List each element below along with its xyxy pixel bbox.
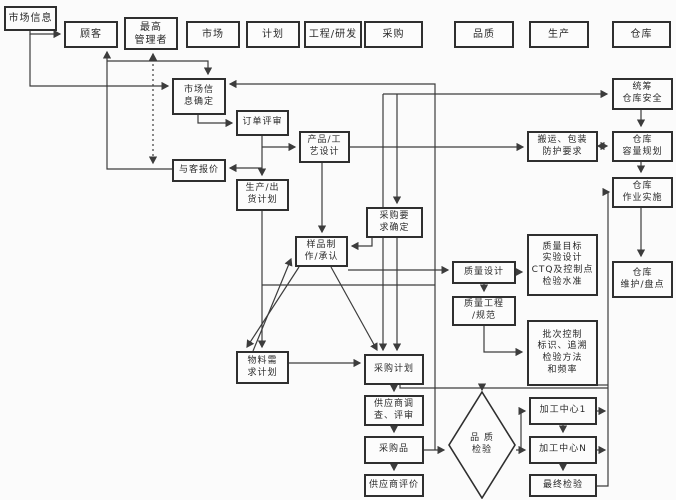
node-machining-center-n: 加工中心N: [529, 436, 597, 464]
node-quality-dept: 品质: [454, 21, 514, 48]
node-planning: 计划: [246, 21, 300, 48]
node-supplier-evaluation: 供应商评价: [364, 474, 424, 497]
node-purchase-requirements: 采购要 求确定: [366, 207, 423, 238]
node-production-dept: 生产: [529, 21, 589, 48]
node-warehouse-capacity-planning: 仓库 容量规划: [612, 131, 673, 162]
edge-quotation-to-customer: [102, 50, 172, 170]
edge-market-info-to-market-info-confirm: [29, 34, 170, 91]
node-quality-engineering-spec: 质量工程 /规范: [452, 296, 516, 326]
node-customer-quotation: 与客报价: [172, 159, 226, 182]
edge-market-info-to-customer: [29, 29, 62, 39]
node-market: 市场: [186, 21, 240, 48]
node-sample-making-approval: 样品制 作/承认: [295, 236, 348, 267]
edge-material-plan-to-sample-making: [252, 257, 293, 352]
node-top-management: 最高 管理者: [124, 17, 178, 50]
node-quality-targets-ctq: 质量目标 实验设计 CTQ及控制点 检验水准: [527, 234, 598, 296]
node-product-process-design: 产品/工 艺设计: [299, 131, 350, 163]
edge-final-inspection-to-warehouse-operation: [597, 187, 611, 487]
edge-sample-making-to-material-plan: [246, 266, 300, 349]
node-production-shipping-plan: 生产/出 货计划: [236, 179, 289, 211]
node-market-info-confirm: 市场信 息确定: [172, 78, 226, 115]
node-engineering-rd: 工程/研发: [304, 21, 362, 48]
node-warehouse-maintenance: 仓库 维护/盘点: [612, 261, 673, 298]
node-purchase-plan: 采购计划: [364, 354, 424, 385]
node-label-quality-inspection: 品 质 检验: [470, 433, 494, 455]
node-customer: 顾客: [64, 21, 118, 48]
edge-feedback-to-market-info-confirm: [228, 79, 436, 94]
node-quality-inspection: 品 质 检验: [448, 391, 516, 499]
node-order-review: 订单评审: [236, 110, 289, 136]
node-purchased-items: 采购品: [364, 436, 424, 464]
edge-purchase-requirements-to-sample-making: [350, 238, 373, 251]
node-purchasing-dept: 采购: [364, 21, 423, 48]
node-quality-design: 质量设计: [452, 261, 516, 284]
edge-inspection-to-machining-center-1: [516, 406, 527, 451]
edge-purchase-plan-to-inspection-top: [399, 383, 487, 392]
node-warehouse-dept: 仓库: [612, 21, 671, 48]
node-market-info-source: 市场信息: [4, 6, 57, 31]
edge-market-info-confirm-to-order-review: [197, 115, 234, 128]
node-final-inspection: 最终检验: [529, 474, 597, 497]
node-supplier-survey-review: 供应商调 查、评审: [364, 395, 424, 426]
edge-sample-making-to-purchase-plan: [330, 266, 378, 352]
node-material-requirements-plan: 物料需 求计划: [236, 351, 289, 384]
node-handling-packaging-protection: 搬运、包装 防护要求: [527, 131, 598, 162]
edge-customer-to-market-info-confirm: [107, 60, 213, 76]
node-batch-control: 批次控制 标识、追溯 检验方法 和频率: [527, 320, 598, 386]
node-overall-warehouse-safety: 统筹 仓库安全: [612, 78, 673, 110]
node-warehouse-operation: 仓库 作业实施: [612, 177, 673, 208]
node-machining-center-1: 加工中心1: [529, 397, 597, 425]
edge-quality-engineering-to-batch-control: [483, 326, 524, 357]
